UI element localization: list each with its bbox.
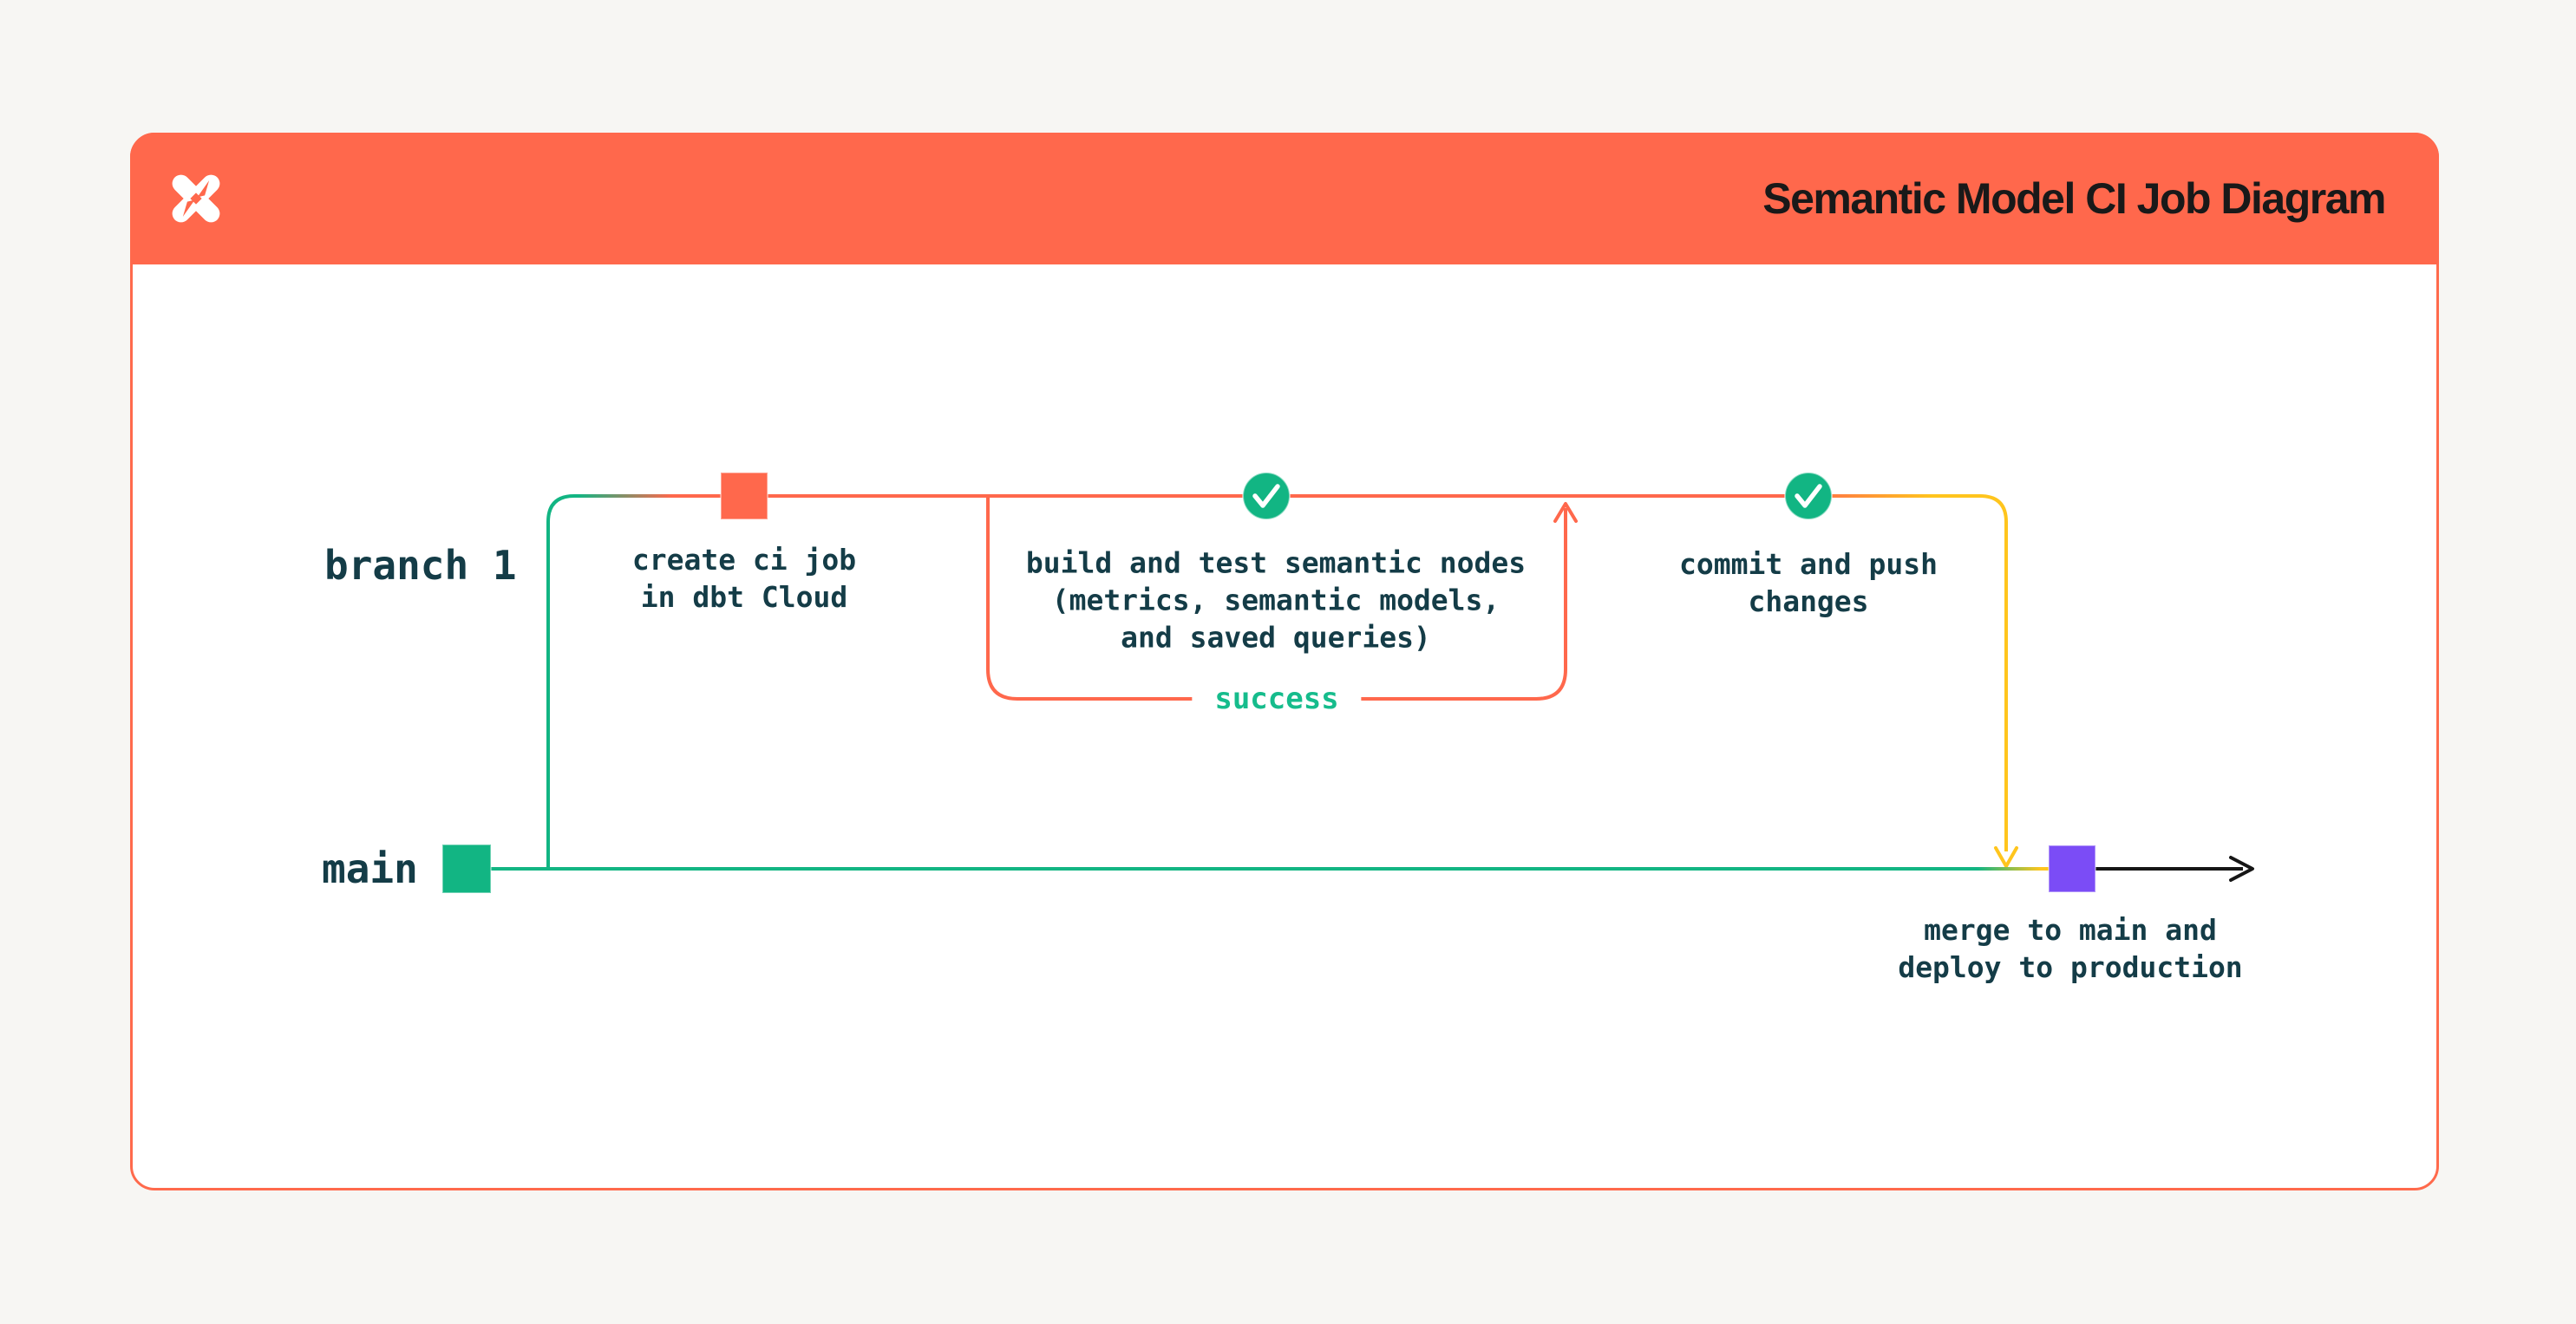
node-text-line: (metrics, semantic models,	[1051, 583, 1500, 617]
node-text-line: create ci job	[631, 543, 857, 577]
node-text-line: deploy to production	[1898, 950, 2243, 984]
node-text-line: in dbt Cloud	[640, 580, 848, 614]
success-label: success	[1192, 678, 1362, 720]
create-ci-job-node: create ci job in dbt Cloud	[632, 541, 856, 616]
commit-push-node: commit and push changes	[1679, 545, 1938, 620]
header-bar: Semantic Model CI Job Diagram	[130, 133, 2439, 264]
build-test-node: build and test semantic nodes (metrics, …	[1026, 545, 1526, 656]
merge-deploy-node: merge to main and deploy to production	[1898, 911, 2242, 986]
diagram-card: Semantic Model CI Job Diagram	[130, 133, 2439, 1190]
branch1-label: branch 1	[324, 542, 517, 589]
page-title: Semantic Model CI Job Diagram	[1762, 174, 2386, 223]
main-label: main	[322, 845, 418, 892]
dbt-logo-icon	[172, 174, 220, 223]
node-text-line: commit and push	[1678, 547, 1939, 581]
node-text-line: changes	[1748, 584, 1869, 618]
node-text-line: and saved queries)	[1121, 620, 1431, 655]
node-text-line: build and test semantic nodes	[1025, 545, 1527, 580]
node-text-line: merge to main and	[1924, 913, 2217, 947]
